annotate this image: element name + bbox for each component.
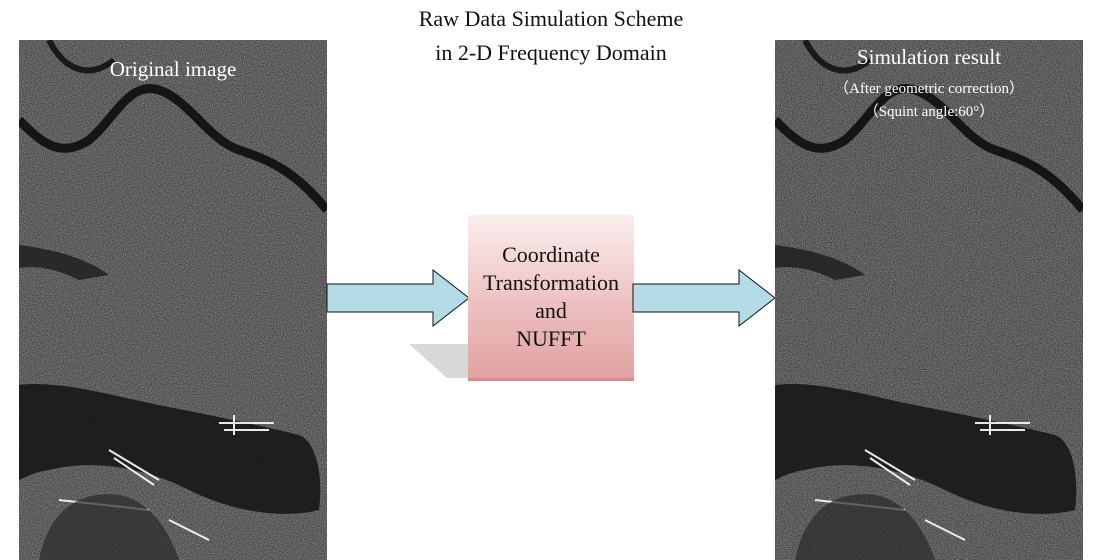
simulation-result-image: Simulation result （After geometric corre… [775,40,1083,560]
diagram-title-line1: Raw Data Simulation Scheme [418,6,684,31]
simulation-result-label: Simulation result [856,45,1002,69]
process-line-1: Coordinate [502,241,600,267]
process-box: Coordinate Transformation and NUFFT [468,215,634,381]
original-image-label: Original image [109,57,237,81]
process-box-shadow [409,344,469,378]
original-sar-texture [19,40,327,560]
squint-angle-note: （Squint angle:60°） [863,104,995,120]
arrow-to-process [326,268,470,328]
original-sar-image: Original image [19,40,327,560]
arrow-to-result [632,268,776,328]
geometric-correction-note: （After geometric correction） [834,81,1024,97]
diagram-title-line2: in 2-D Frequency Domain [435,40,667,65]
process-line-3: and [535,297,567,323]
result-sar-texture [775,40,1083,560]
process-line-2: Transformation [482,269,620,295]
process-line-4: NUFFT [516,325,586,351]
